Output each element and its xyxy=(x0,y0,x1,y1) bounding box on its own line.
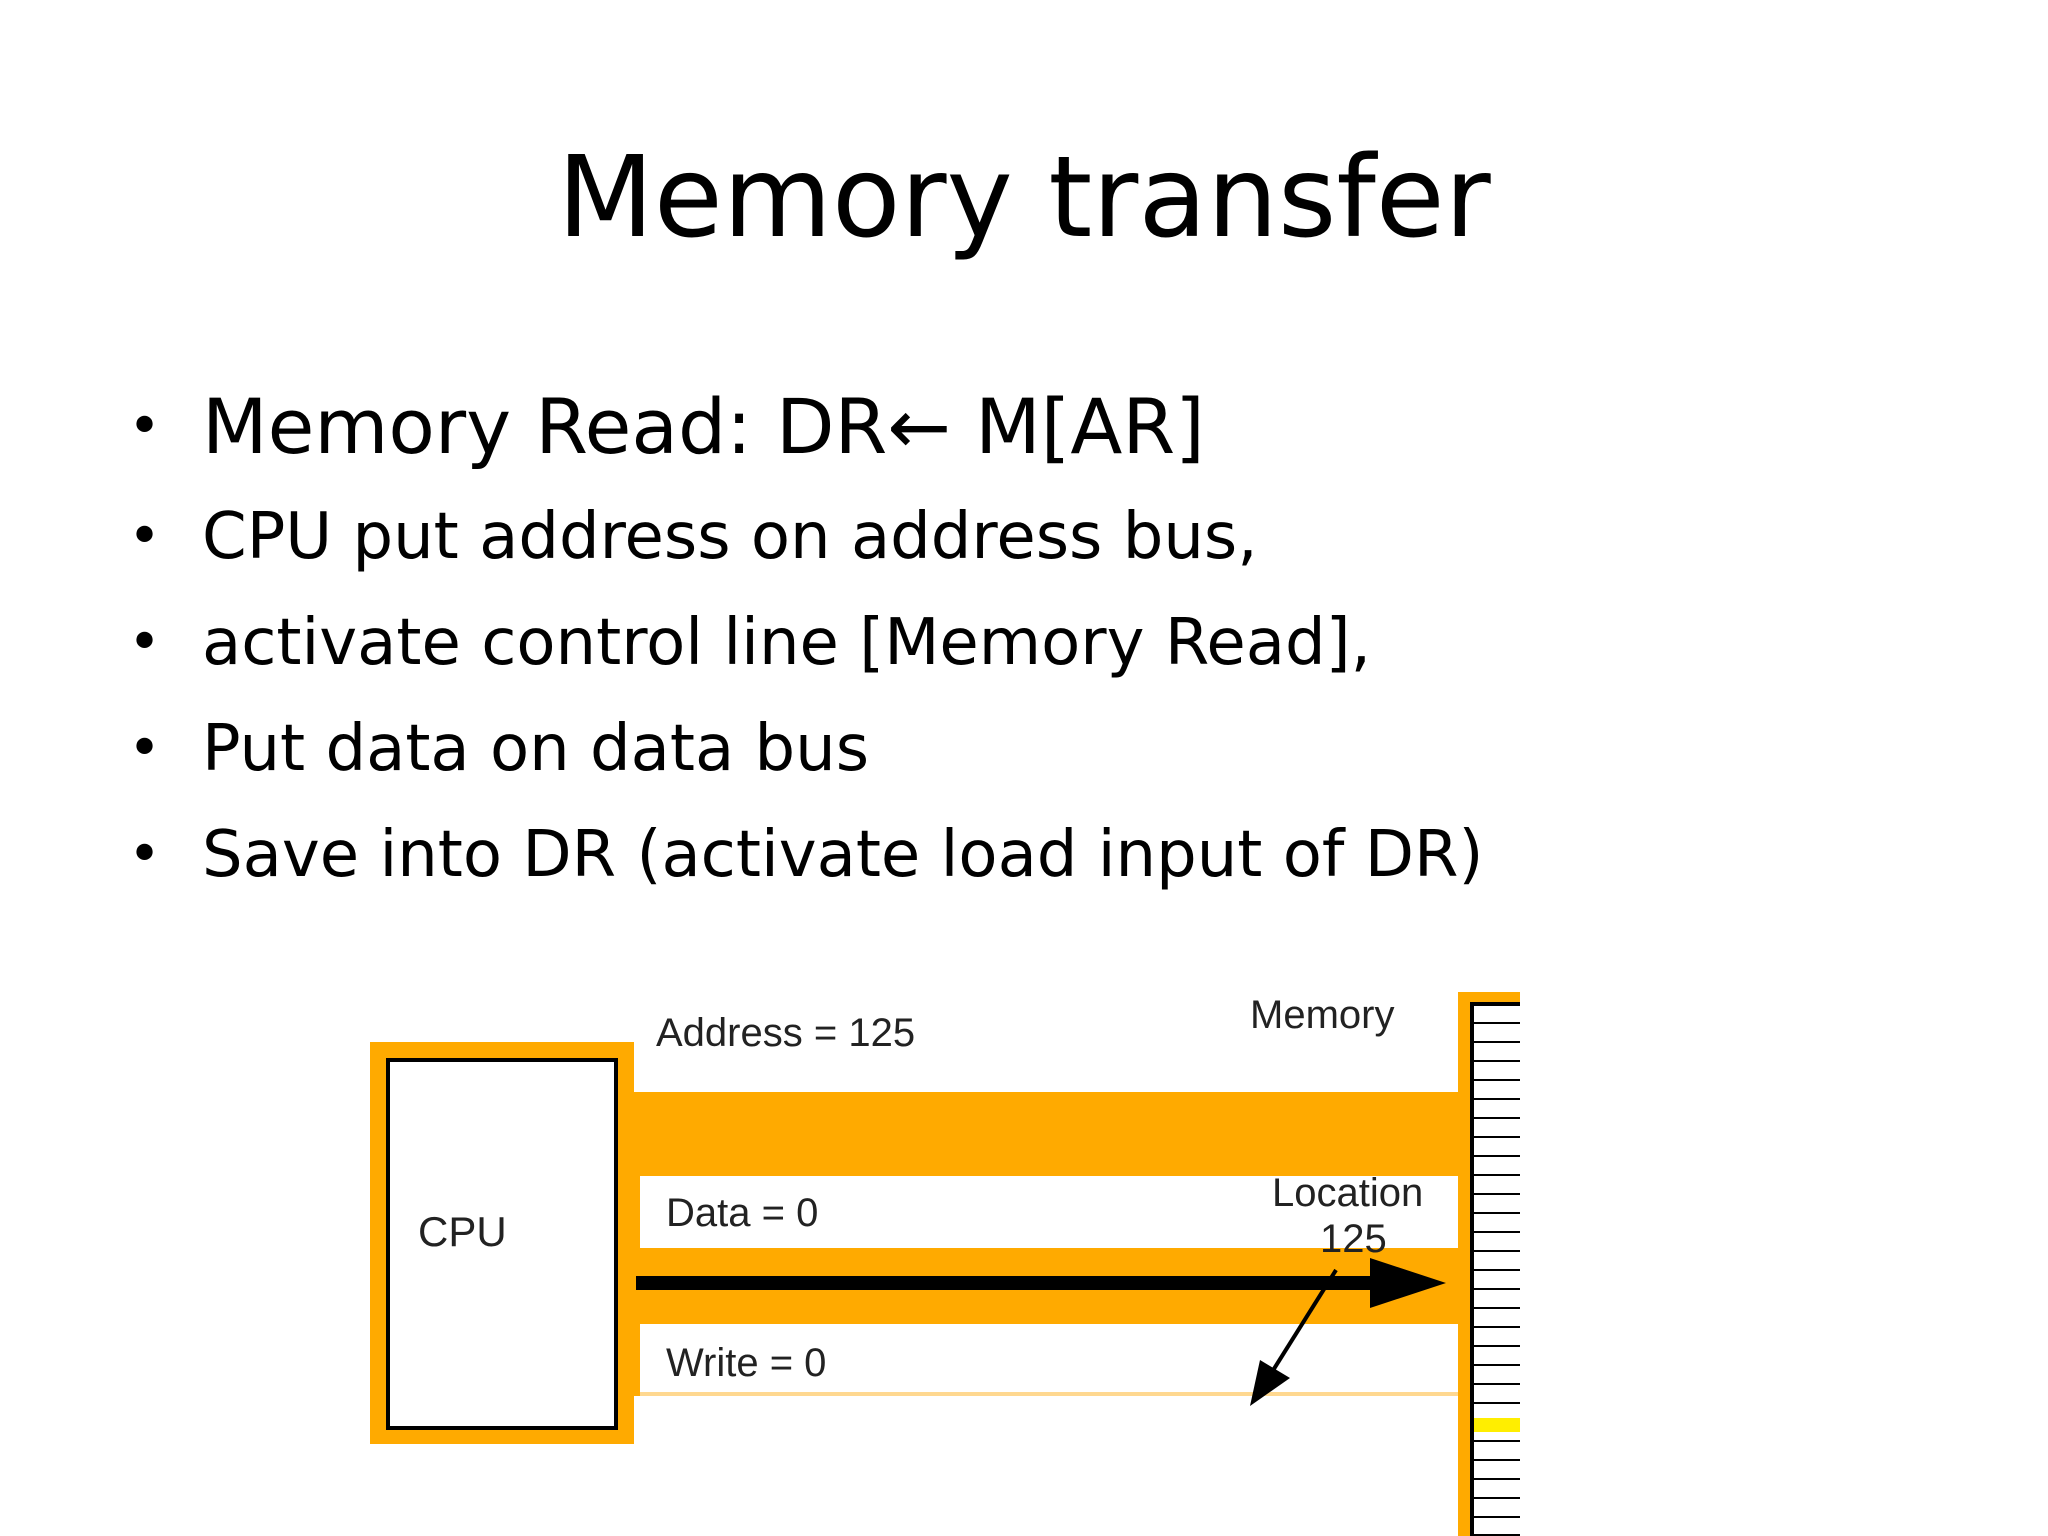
memory-location-highlight xyxy=(1474,1418,1520,1432)
write-lane-edge xyxy=(640,1392,1464,1396)
memory-cells xyxy=(1472,1022,1520,1518)
data-lane xyxy=(640,1176,1464,1248)
location-label-line2: 125 xyxy=(1320,1217,1387,1261)
location-pointer-head xyxy=(1250,1360,1290,1406)
bullet-icon: • xyxy=(128,504,162,569)
bullet-item: • Put data on data bus xyxy=(120,696,1483,802)
bullet-item: • Memory Read: DR← M[AR] xyxy=(120,370,1483,484)
slide-title: Memory transfer xyxy=(557,133,1491,263)
bullet-item: • activate control line [Memory Read], xyxy=(120,590,1483,696)
bullet-list: • Memory Read: DR← M[AR] • CPU put addre… xyxy=(120,370,1483,908)
location-label-line1: Location xyxy=(1272,1171,1423,1215)
memory-label: Memory xyxy=(1250,993,1394,1037)
write-lane xyxy=(640,1324,1464,1396)
bullet-text: CPU put address on address bus, xyxy=(202,500,1258,574)
bullet-text: Save into DR (activate load input of DR) xyxy=(202,818,1484,892)
data-label: Data = 0 xyxy=(666,1191,818,1235)
bullet-text: activate control line [Memory Read], xyxy=(202,606,1371,680)
bullet-item: • Save into DR (activate load input of D… xyxy=(120,802,1483,908)
bullet-icon: • xyxy=(128,822,162,887)
data-arrow-shaft xyxy=(636,1276,1370,1290)
bullet-text: Put data on data bus xyxy=(202,712,870,786)
write-label: Write = 0 xyxy=(666,1341,826,1385)
bullet-icon: • xyxy=(128,610,162,675)
cpu-box xyxy=(386,1058,618,1430)
bullet-icon: • xyxy=(128,716,162,781)
bullet-text: Memory Read: DR← M[AR] xyxy=(202,382,1205,471)
cpu-label: CPU xyxy=(418,1208,507,1255)
data-arrow-head xyxy=(1370,1258,1446,1308)
bullet-item: • CPU put address on address bus, xyxy=(120,484,1483,590)
location-pointer-line xyxy=(1270,1268,1338,1374)
memory-transfer-diagram: CPU Address = 125 Data = 0 Write = 0 Mem… xyxy=(370,992,1520,1536)
address-label: Address = 125 xyxy=(656,1011,915,1055)
bullet-icon: • xyxy=(128,394,162,459)
